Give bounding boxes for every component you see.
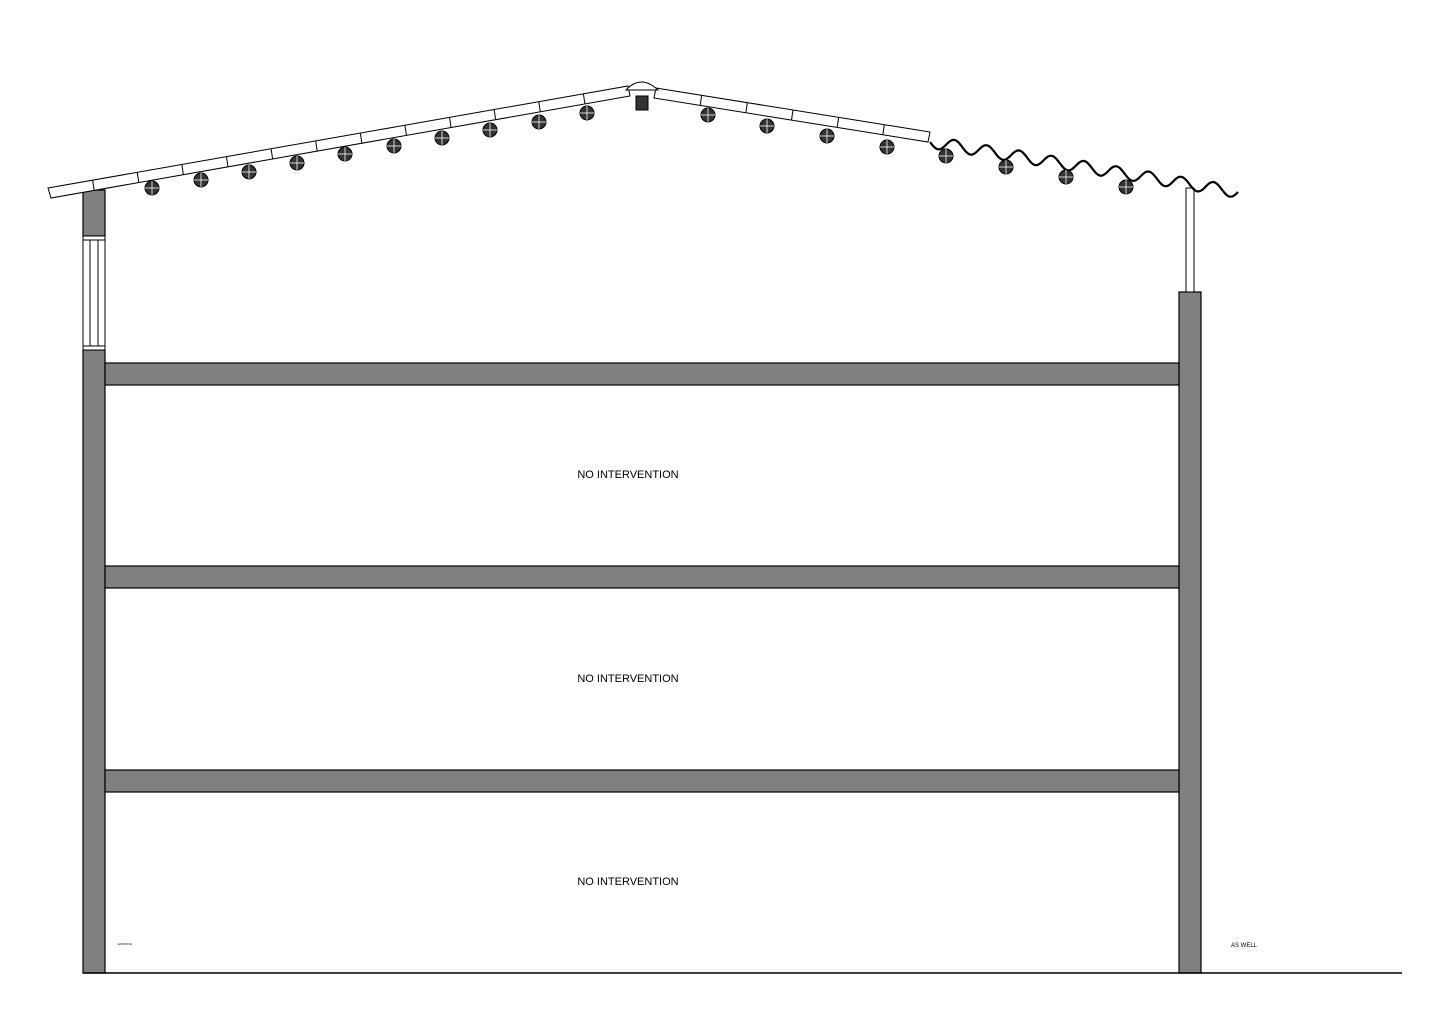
roof-purlin <box>193 172 209 188</box>
floor-label-ground: NO INTERVENTION <box>577 876 678 888</box>
roof-tile-joint <box>315 140 318 151</box>
left-note-label: EXISTING <box>118 942 133 946</box>
roof-purlin <box>938 148 954 164</box>
roof-purlin <box>386 138 402 154</box>
roof-purlin <box>1118 179 1134 195</box>
roof-tile-joint <box>270 148 274 159</box>
roof-purlin <box>819 128 835 144</box>
left-wall-top <box>82 189 106 237</box>
slab-first-floor <box>104 769 1180 793</box>
roof-tile-joint <box>181 164 184 175</box>
roof-tile-joint <box>136 172 140 183</box>
roof-tile-joint <box>791 109 794 121</box>
structure <box>82 189 1202 974</box>
right-wall <box>1178 291 1202 974</box>
slab-second-floor <box>104 565 1180 589</box>
floor-label-second: NO INTERVENTION <box>577 469 678 481</box>
roof-left-slope <box>47 85 631 199</box>
roof-purlin <box>241 164 257 180</box>
roof-purlin <box>482 122 498 138</box>
roof-purlins <box>144 105 1134 196</box>
roof-tile-joint <box>92 180 95 191</box>
roof-tile-joint <box>493 109 497 120</box>
roof-tile-joint <box>582 93 586 104</box>
roof <box>47 81 1239 199</box>
slab-roof <box>104 362 1180 386</box>
roof-tile-joint <box>359 133 363 144</box>
roof-tile-joint <box>538 101 541 112</box>
roof-purlin <box>759 118 775 134</box>
ridge-beam <box>635 95 649 111</box>
roof-purlin <box>998 159 1014 175</box>
roof-tile-joint <box>699 95 703 106</box>
roof-purlin <box>579 105 595 121</box>
roof-tile-joint <box>449 117 452 128</box>
roof-ridge-cap <box>624 81 660 91</box>
roof-tile-joints <box>92 93 885 191</box>
roof-purlin <box>700 107 716 123</box>
roof-purlin <box>144 180 160 196</box>
roof-tile-joint <box>882 124 885 135</box>
roof-corrugated-sheet <box>929 138 1239 198</box>
roof-purlin <box>289 155 305 171</box>
floor-label-first: NO INTERVENTION <box>577 673 678 685</box>
roof-tile-joint <box>225 156 229 167</box>
left-window <box>82 235 106 351</box>
roof-purlin <box>337 146 353 162</box>
roof-tile-joint <box>404 125 407 136</box>
roof-purlin <box>879 139 895 155</box>
right-roof-post <box>1185 187 1195 293</box>
roof-purlin <box>434 130 450 146</box>
right-note-label: AS WELL <box>1231 943 1258 949</box>
roof-purlin <box>1058 169 1074 185</box>
roof-purlin <box>531 114 547 130</box>
roof-tile-joint <box>836 117 840 128</box>
left-wall <box>82 349 106 974</box>
roof-tile-joint <box>745 102 748 113</box>
